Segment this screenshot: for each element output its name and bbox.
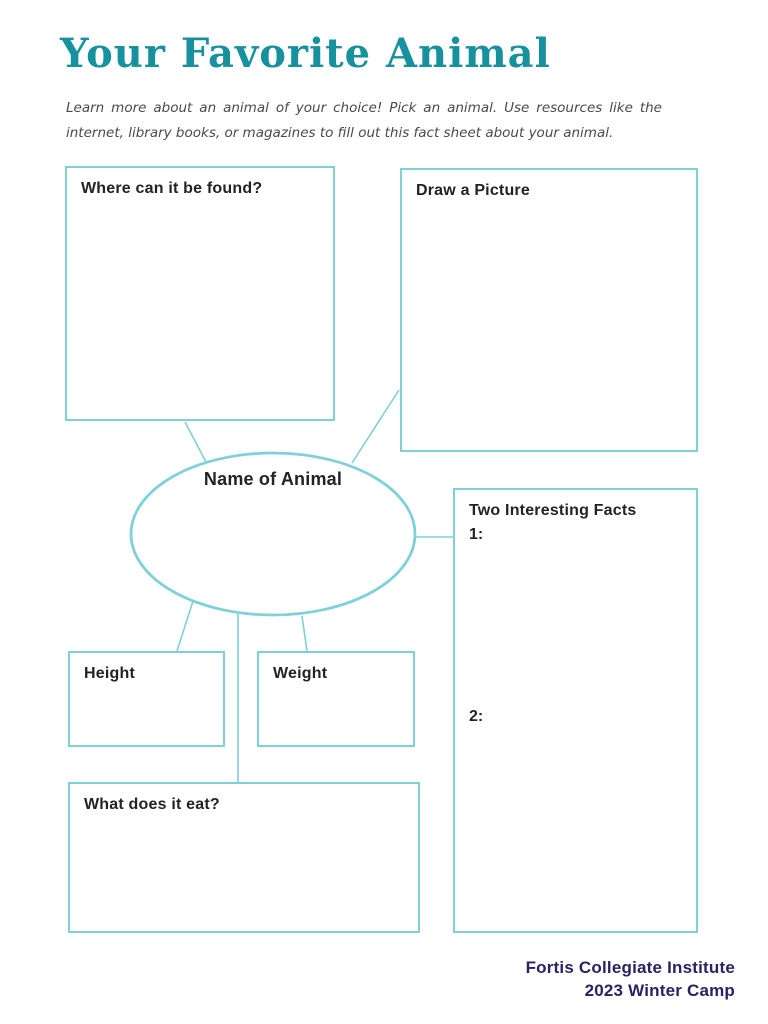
height-label: Height	[84, 665, 135, 682]
page-instructions: Learn more about an animal of your choic…	[66, 100, 662, 141]
what-does-it-eat-box: What does it eat?	[68, 782, 420, 933]
interesting-facts-label: Two Interesting Facts	[469, 502, 637, 519]
footer-camp: 2023 Winter Camp	[584, 981, 735, 1000]
interesting-facts-box: Two Interesting Facts 1: 2:	[453, 488, 698, 933]
draw-picture-box: Draw a Picture	[400, 168, 698, 452]
connector-name-to-height	[176, 600, 194, 652]
connector-where-to-name	[184, 421, 207, 463]
where-found-box: Where can it be found?	[65, 166, 335, 421]
page-title: Your Favorite Animal	[60, 30, 551, 77]
weight-box: Weight	[257, 651, 415, 747]
height-box: Height	[68, 651, 225, 747]
footer-credit: Fortis Collegiate Institute 2023 Winter …	[526, 956, 735, 1002]
draw-picture-label: Draw a Picture	[416, 182, 530, 199]
footer-institute: Fortis Collegiate Institute	[525, 958, 735, 977]
connector-name-to-weight	[301, 615, 308, 652]
connector-draw-to-name	[351, 389, 400, 464]
fact-2-label: 2:	[469, 708, 484, 725]
fact-1-label: 1:	[469, 526, 484, 543]
weight-label: Weight	[273, 665, 328, 682]
where-found-label: Where can it be found?	[81, 180, 263, 197]
name-of-animal-label: Name of Animal	[203, 469, 343, 489]
what-does-it-eat-label: What does it eat?	[84, 796, 220, 813]
